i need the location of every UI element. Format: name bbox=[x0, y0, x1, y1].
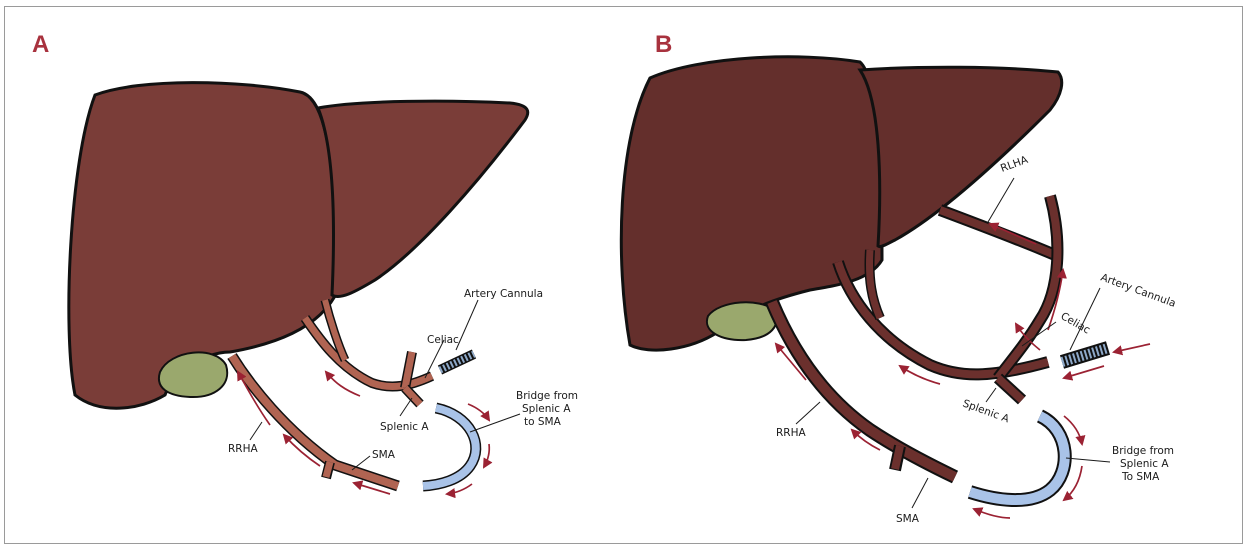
panel-b-gallbladder bbox=[707, 302, 777, 340]
panel-b-rrha-label: RRHA bbox=[776, 427, 806, 439]
panel-b-bridge-graft bbox=[970, 416, 1065, 500]
panel-b-bridge-label-2: Splenic A bbox=[1120, 458, 1169, 470]
panel-a-liver-left-lobe bbox=[318, 101, 528, 296]
panel-a-artery-cannula-label: Artery Cannula bbox=[464, 288, 543, 300]
panel-b-flow-arrow bbox=[1064, 366, 1104, 378]
panel-b-flow-arrow bbox=[974, 509, 1010, 518]
panel-a-leader bbox=[250, 422, 262, 440]
panel-b-leader bbox=[1066, 458, 1110, 462]
panel-a-leader bbox=[400, 398, 412, 416]
panel-a-artery-cannula bbox=[440, 354, 474, 370]
panel-a-letter: A bbox=[32, 31, 49, 58]
panel-a-bridge-label-1: Bridge from bbox=[516, 390, 578, 402]
panel-a-rrha-vessel bbox=[232, 356, 398, 486]
panel-a-bridge-graft bbox=[423, 408, 476, 486]
panel-b-letter: B bbox=[655, 31, 672, 58]
panel-b-leader bbox=[796, 402, 820, 424]
panel-b-celiac-vessel bbox=[998, 196, 1057, 378]
panel-b-leader bbox=[912, 478, 928, 508]
panel-b-artery-cannula-label: Artery Cannula bbox=[1099, 272, 1177, 310]
panel-b-bridge-label-1: Bridge from bbox=[1112, 445, 1174, 457]
panel-a-flow-arrow bbox=[484, 444, 489, 467]
panel-a-celiac-label: Celiac bbox=[427, 334, 459, 346]
panel-b-sma-label: SMA bbox=[896, 513, 920, 525]
panel-b-leader bbox=[988, 178, 1014, 222]
panel-a: A bbox=[32, 31, 578, 494]
panel-a-sma-label: SMA bbox=[372, 449, 396, 461]
panel-b-leader bbox=[986, 388, 996, 402]
panel-a-flow-arrow bbox=[468, 404, 489, 420]
panel-b: B bbox=[621, 31, 1177, 525]
panel-b-flow-arrow bbox=[1114, 344, 1150, 352]
panel-a-rrha-label: RRHA bbox=[228, 443, 258, 455]
panel-b-rrha-vessel bbox=[772, 302, 955, 477]
panel-b-bridge-label-3: To SMA bbox=[1121, 471, 1160, 483]
panel-b-artery-cannula bbox=[1062, 348, 1108, 362]
panel-a-leader bbox=[470, 414, 520, 432]
panel-a-leader bbox=[456, 300, 478, 350]
panel-a-splenic-label: Splenic A bbox=[380, 421, 429, 433]
panel-a-bridge-label-2: Splenic A bbox=[522, 403, 571, 415]
panel-a-bridge-label-3: to SMA bbox=[524, 416, 562, 428]
